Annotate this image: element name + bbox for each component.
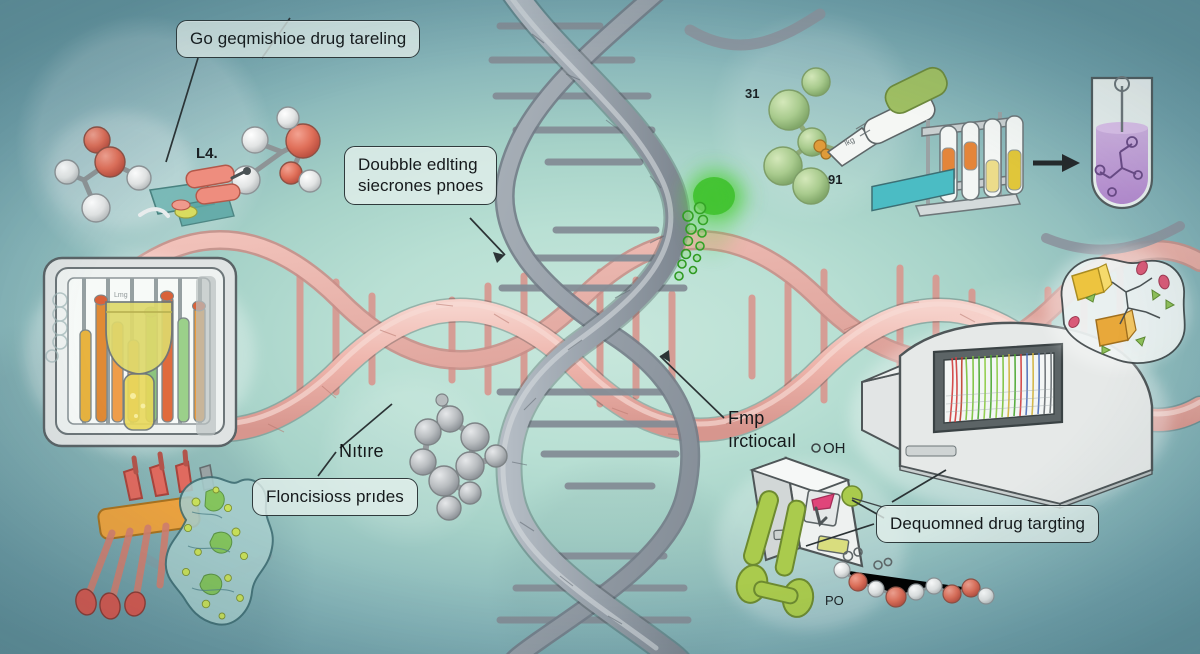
green-glow-emission [674, 164, 752, 281]
label-fmp-functional: Fmp ırctiocaıl [728, 408, 797, 451]
svg-text:Lmg: Lmg [114, 292, 128, 299]
callout-arrowheads [493, 252, 670, 362]
process-arrow [1033, 154, 1080, 172]
protein-blob [164, 476, 274, 626]
label-hydroxyl-oh: OH [823, 440, 846, 457]
dna-helix-gray-vertical [488, 0, 701, 654]
lab-cabinet-test-tubes: Lmg [25, 255, 255, 455]
label-phosphate-po: PO [825, 593, 844, 608]
cell-vesicle [1046, 246, 1190, 370]
molecule-ball-stick-red-white [48, 106, 322, 228]
label-nature: Nıtıre [339, 441, 384, 461]
callout-designed-drug-targeting[interactable]: Dequomned drug targting [876, 505, 1100, 544]
label-molecule-91: 91 [828, 172, 843, 187]
callout-double-editing[interactable]: Doubble edlting siecrones pnoes [344, 146, 498, 206]
dna-sequencer [850, 168, 1170, 514]
purple-sample-tube [1090, 76, 1154, 210]
molecule-ball-stick-gray [409, 393, 508, 521]
test-tube-rack [914, 112, 1080, 217]
label-ligand-l4: L4. [196, 145, 218, 162]
callout-genomic-drug-targeting[interactable]: Go geqmishioe drug tareling [176, 20, 421, 59]
callout-fluorescent-probes[interactable]: Floncisioss prıdes [252, 478, 418, 517]
nucleotide-chain [833, 547, 995, 608]
svg-text:lkg: lkg [843, 135, 856, 148]
pipette-tool: lkg [826, 66, 948, 168]
molecule-ball-stick-green [763, 67, 839, 205]
label-molecule-31: 31 [745, 86, 760, 101]
